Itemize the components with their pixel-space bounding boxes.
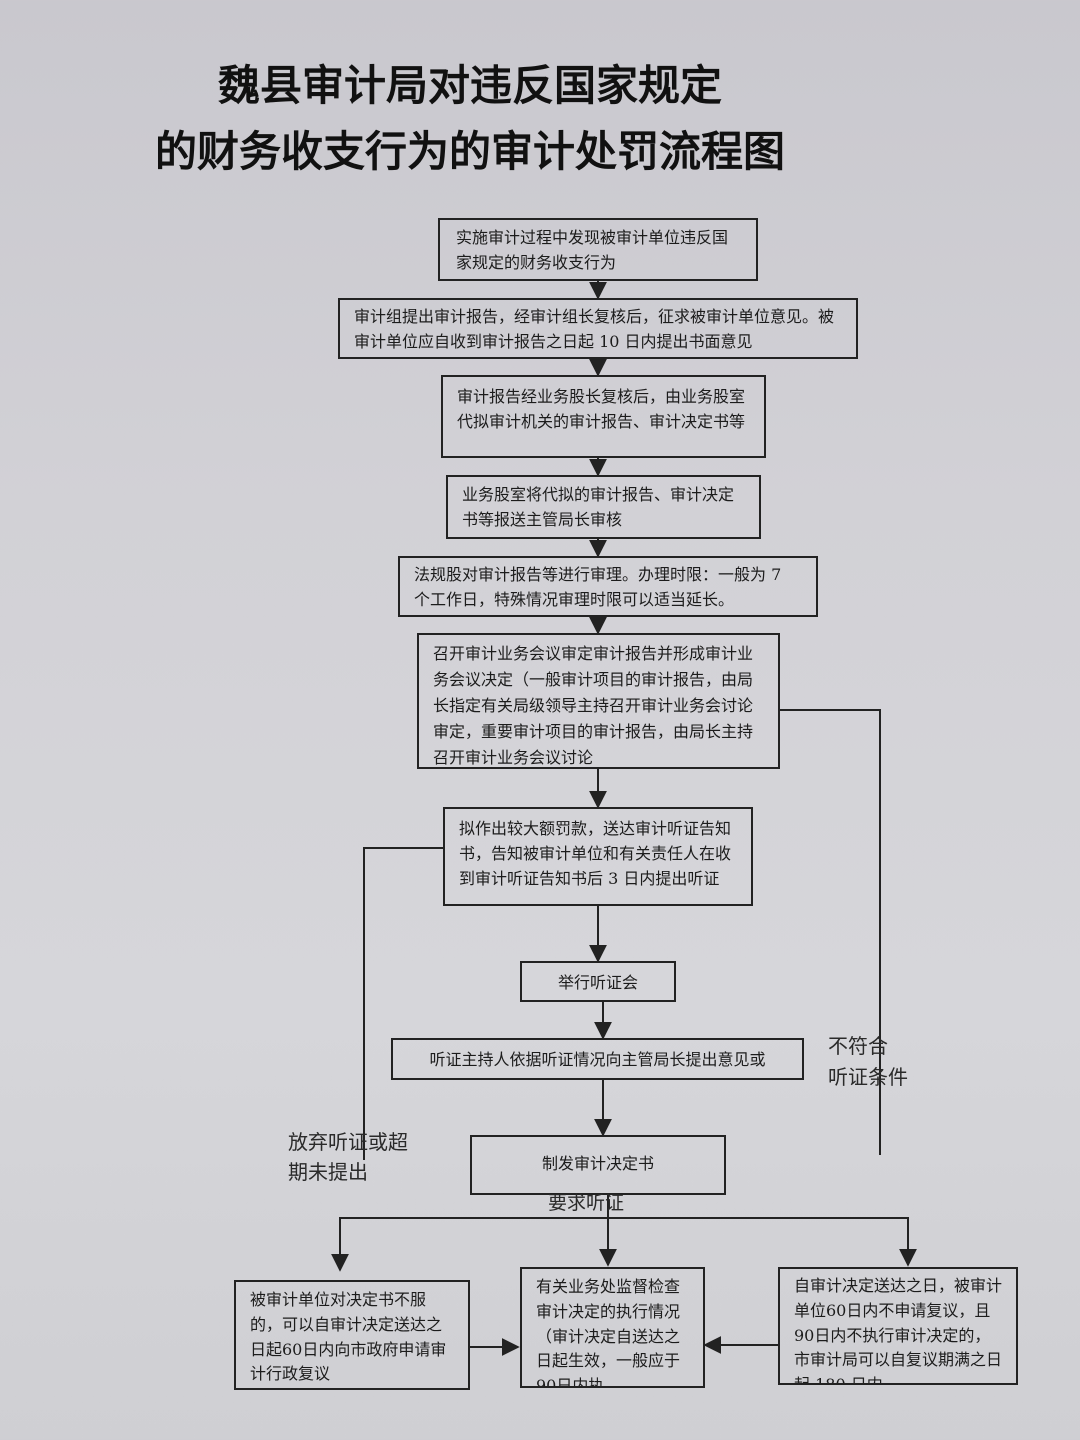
step-audit-report-opinion: 审计组提出审计报告，经审计组长复核后，征求被审计单位意见。被审计单位应自收到审计… — [338, 298, 858, 359]
step-submit-review: 业务股室将代拟的审计报告、审计决定书等报送主管局长审核 — [446, 475, 761, 539]
step-hold-hearing: 举行听证会 — [520, 961, 676, 1002]
result-enforcement: 自审计决定送达之日，被审计单位60日内不申请复议，且90日内不执行审计决定的，市… — [778, 1267, 1018, 1385]
result-supervise-execution: 有关业务处监督检查审计决定的执行情况（审计决定自送达之日起生效，一般应于90日内… — [520, 1267, 705, 1388]
result-administrative-review: 被审计单位对决定书不服的，可以自审计决定送达之日起60日内向市政府申请审计行政复… — [234, 1280, 470, 1390]
step-business-meeting: 召开审计业务会议审定审计报告并形成审计业务会议决定（一般审计项目的审计报告，由局… — [417, 633, 780, 769]
label-request-hearing: 要求听证 — [548, 1192, 625, 1214]
label-not-meet-line-2: 听证条件 — [828, 1065, 908, 1089]
step-issue-decision: 制发审计决定书 — [470, 1135, 726, 1195]
step-legal-review: 法规股对审计报告等进行审理。办理时限：一般为 7 个工作日，特殊情况审理时限可以… — [398, 556, 818, 617]
page-title-line-1: 魏县审计局对违反国家规定 — [218, 61, 723, 110]
label-give-up-line-1: 放弃听证或超 — [288, 1130, 408, 1154]
label-give-up-line-2: 期未提出 — [288, 1160, 368, 1184]
step-hearing-notice: 拟作出较大额罚款，送达审计听证告知书，告知被审计单位和有关责任人在收到审计听证告… — [443, 807, 753, 906]
step-draft-decision: 审计报告经业务股长复核后，由业务股室代拟审计机关的审计报告、审计决定书等 — [441, 375, 766, 458]
label-not-meet-line-1: 不符合 — [828, 1034, 888, 1058]
step-discover-violation: 实施审计过程中发现被审计单位违反国家规定的财务收支行为 — [438, 218, 758, 281]
step-hearing-opinion: 听证主持人依据听证情况向主管局长提出意见或 — [391, 1038, 804, 1080]
page-title-line-2: 的财务收支行为的审计处罚流程图 — [155, 127, 786, 176]
